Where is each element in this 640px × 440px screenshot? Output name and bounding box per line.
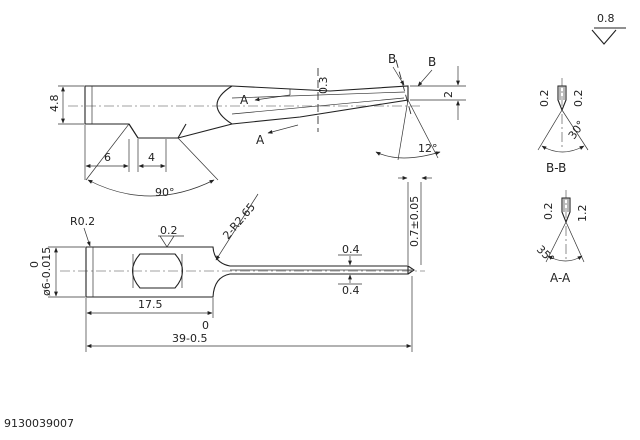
section-aa-right-dim: 1.2 — [576, 205, 589, 223]
front-view: R0.2 0.2 2-R2.65 0.7±0.05 0.4 0.4 0 ø6-0… — [28, 176, 432, 352]
section-aa-left-dim: 0.2 — [542, 203, 555, 221]
surface-finish-value: 0.8 — [597, 12, 615, 25]
fillet-radius: 2-R2.65 — [220, 201, 258, 242]
dim-tip-small: 0.3 — [317, 77, 330, 95]
section-a-top: A — [240, 93, 249, 107]
blade-tip — [407, 265, 415, 275]
dim-step-2: 4 — [148, 151, 155, 164]
relief-curve — [216, 85, 233, 125]
blade-width-top: 0.4 — [342, 243, 360, 256]
dim-tip-angle: 12° — [418, 142, 438, 155]
blade-width-bottom: 0.4 — [342, 284, 360, 297]
section-aa-angle: 35° — [534, 243, 557, 266]
length-shank: 17.5 — [138, 298, 163, 311]
corner-radius: R0.2 — [70, 215, 95, 228]
part-number: 9130039007 — [4, 417, 74, 430]
front-view-outline — [85, 246, 409, 298]
section-aa-title: A-A — [550, 271, 571, 285]
section-bb-title: B-B — [546, 161, 566, 175]
dim-height: 4.8 — [48, 95, 61, 113]
section-bb-angle: 30° — [566, 118, 588, 141]
section-bb-profile — [557, 85, 567, 112]
section-a-bottom: A — [256, 133, 265, 147]
diameter: ø6-0.015 — [40, 247, 53, 296]
section-b-line — [395, 59, 413, 119]
flat-window — [131, 253, 184, 289]
top-view: 4.8 6 4 90° A A 0.3 B B 2 — [48, 52, 466, 199]
section-aa: 0.2 1.2 35° A-A — [534, 190, 589, 285]
section-bb: 0.2 0.2 30° B-B — [537, 78, 589, 175]
tolerance-vertical: 0.7±0.05 — [408, 196, 421, 247]
surface-finish-symbol: 0.8 — [591, 12, 626, 45]
dim-angle-bottom: 90° — [155, 186, 175, 199]
length-total: 39-0.5 — [172, 332, 207, 345]
length-total-upper: 0 — [202, 319, 209, 332]
section-b-left: B — [388, 52, 396, 66]
dim-step-1: 6 — [104, 151, 111, 164]
dim-tip-gap: 2 — [442, 91, 455, 98]
diameter-upper: 0 — [28, 261, 41, 268]
section-b-right: B — [428, 55, 436, 69]
flat-surface: 0.2 — [160, 224, 178, 237]
section-bb-right-dim: 0.2 — [572, 90, 585, 108]
section-aa-profile — [561, 197, 571, 224]
section-bb-left-dim: 0.2 — [538, 90, 551, 108]
